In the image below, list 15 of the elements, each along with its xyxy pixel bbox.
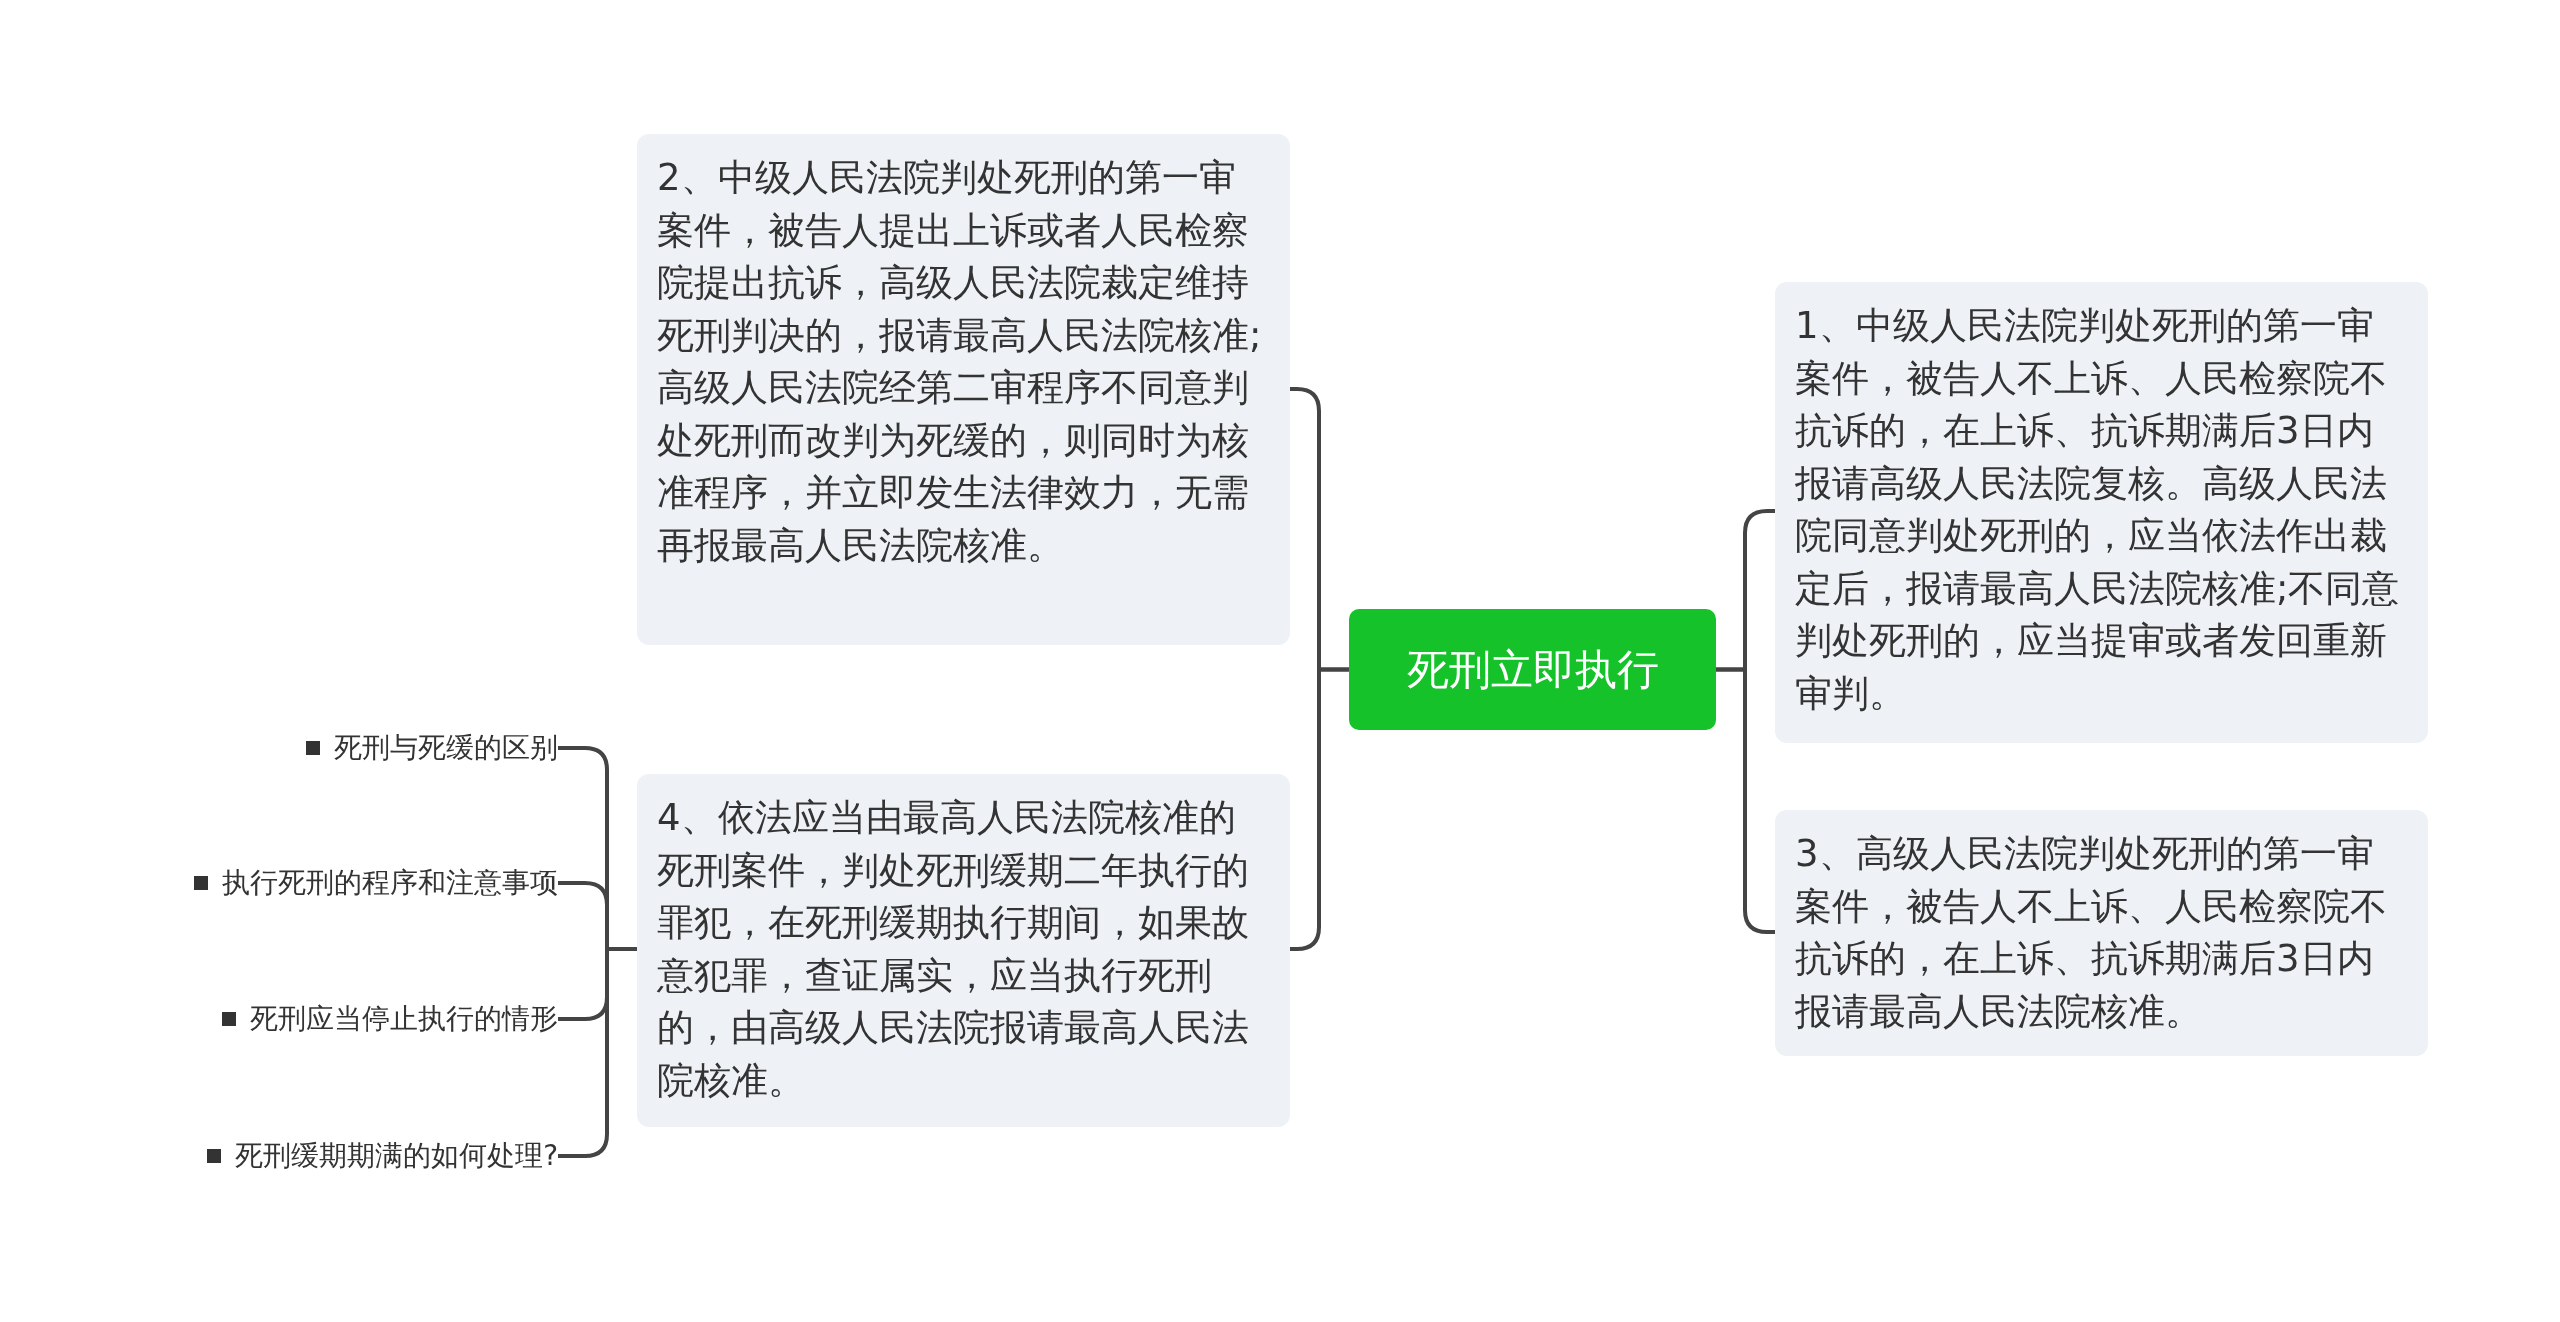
central-topic-text: 死刑立即执行 [1406,643,1659,696]
connector-line [558,947,637,1158]
topic-text: 4、依法应当由最高人民法院核准的死刑案件，判处死刑缓期二年执行的罪犯，在死刑缓期执行期间，如果故意犯罪，查证属实，应当执行死刑的，由高级人民法院报请最高人民法院核准。 [657,795,1250,1104]
topic-box [1775,810,2428,1056]
topic-text: 2、中级人民法院判处死刑的第一审案件，被告人提出上诉或者人民检察院提出抗诉，高级人民法院裁定维持死刑判决的，报请最高人民法院核准;高级人民法院经第二审程序不同意判处死刑而改判为死缓的，则同时为核准程序，并立即发生法律效力，无需再报最高人民法院核准。 [657,155,1263,569]
subtopic-text: 执行死刑的程序和注意事项 [222,865,558,901]
topic-text: 1、中级人民法院判处死刑的第一审案件，被告人不上诉、人民检察院不抗诉的，在上诉、抗诉期满后3日内报请高级人民法院复核。高级人民法院同意判处死刑的，应当依法作出裁定后，报请最高人民法院核准;不同意判处死刑的，应当提审或者发回重新审判。 [1795,303,2401,717]
subtopic-text: 死刑与死缓的区别 [334,730,558,766]
topic-text: 3、高级人民法院判处死刑的第一审案件，被告人不上诉、人民检察院不抗诉的，在上诉、抗诉期满后3日内报请最高人民法院核准。 [1795,831,2388,1035]
topic-box [637,774,1290,1127]
subtopic-text: 死刑应当停止执行的情形 [250,1001,558,1037]
topic-box [637,134,1290,645]
subtopic-text: 死刑缓期期满的如何处理? [235,1138,558,1174]
topic-box [1775,282,2428,743]
central-topic-box [1349,609,1716,730]
